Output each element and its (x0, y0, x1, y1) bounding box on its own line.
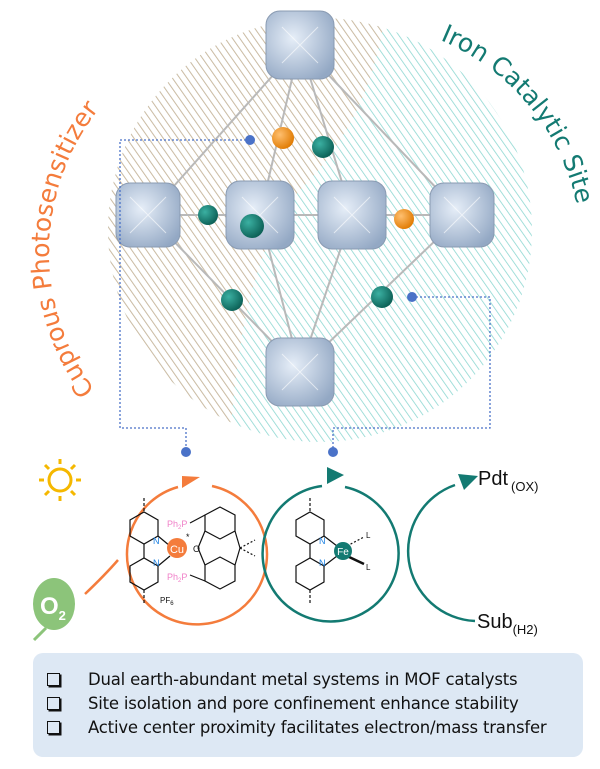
product-label: Pdt(OX) (478, 468, 538, 494)
checkbox-icon (47, 720, 60, 734)
highlight-item: Active center proximity facilitates elec… (47, 715, 583, 739)
ligand-label: L (366, 531, 371, 540)
cuprous-photosensitizer-label: Cuprous Photosensitizer (26, 94, 104, 403)
svg-text:O2: O2 (40, 593, 66, 623)
zr-cluster (265, 337, 335, 407)
oxygen-arrow-arc (84, 559, 119, 595)
cu-cycle-arrow (182, 476, 200, 488)
pf6-label: PF6 (160, 596, 174, 607)
cu-site (394, 209, 414, 229)
product-arc (406, 483, 476, 623)
fe-site (221, 289, 243, 311)
fe-atom (334, 542, 352, 560)
callout-dots (181, 135, 417, 457)
zr-cluster (265, 10, 335, 80)
zr-cluster (225, 180, 295, 250)
checkbox-icon (47, 672, 60, 686)
ligand-label: L (366, 563, 371, 572)
n-label: N (319, 536, 326, 546)
fe-site (198, 205, 218, 225)
n-label: N (319, 558, 326, 568)
sun-icon (39, 459, 81, 501)
star-label: * (186, 532, 190, 542)
metal-sites (198, 127, 414, 311)
n-label: N (153, 558, 160, 568)
highlight-text: Active center proximity facilitates elec… (88, 717, 547, 737)
pph2-label: Ph2P (167, 572, 187, 584)
zr-cluster (317, 180, 387, 250)
cu-site (272, 127, 294, 149)
substrate-label: Sub(H2) (477, 611, 538, 637)
fe-site (240, 214, 264, 238)
highlight-text: Site isolation and pore confinement enha… (88, 693, 519, 713)
fe-cycle-arrow (327, 467, 344, 484)
fe-site (371, 286, 393, 308)
callout-lines (119, 139, 491, 452)
product-arrow (458, 474, 478, 490)
fe-label: Fe (337, 547, 349, 558)
fe-cycle (261, 484, 400, 623)
o-label: O (193, 544, 200, 554)
pph2-label: Ph2P (167, 519, 187, 531)
cu-cycle (125, 484, 269, 626)
n-label: N (153, 536, 160, 546)
highlight-item: Dual earth-abundant metal systems in MOF… (47, 667, 583, 691)
highlights-box: Dual earth-abundant metal systems in MOF… (33, 653, 583, 757)
highlight-item: Site isolation and pore confinement enha… (47, 691, 583, 715)
oxygen-balloon: O2 (32, 578, 75, 642)
cu-atom (167, 538, 187, 558)
fe-complex-structure (295, 498, 365, 604)
cu-label: Cu (170, 544, 184, 556)
checkbox-icon (47, 696, 60, 710)
fe-site (312, 136, 334, 158)
zr-cluster (429, 182, 495, 248)
zr-cluster (115, 182, 181, 248)
highlight-text: Dual earth-abundant metal systems in MOF… (88, 669, 518, 689)
